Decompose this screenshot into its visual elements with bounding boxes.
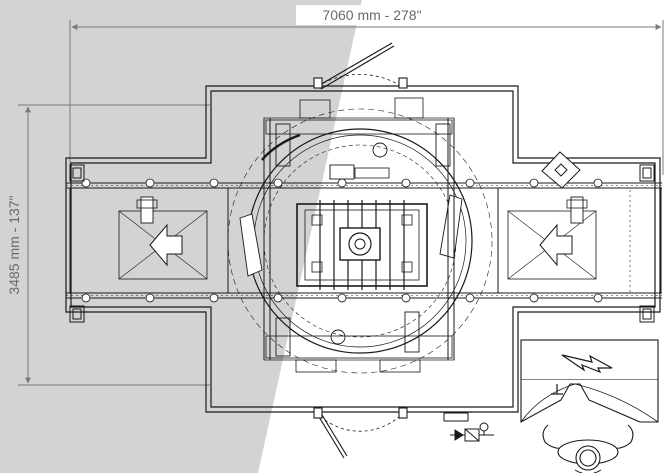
- person-top-view-icon: [542, 424, 634, 473]
- arrow-left-icon: [149, 223, 183, 267]
- corner-brackets: [69, 164, 655, 323]
- width-label-bg: [296, 5, 448, 25]
- rotary-table: [227, 108, 493, 374]
- depth-dimension-label: 3485 mm - 137": [6, 195, 22, 294]
- sensor-diamond: [541, 151, 581, 189]
- access-doors: [313, 42, 408, 459]
- depth-dimension: [18, 104, 210, 386]
- electrical-cabinet: [520, 339, 659, 423]
- central-tooling-plate: [296, 200, 428, 290]
- conveyor-rollers: [81, 178, 603, 303]
- outfeed-station: [507, 190, 631, 292]
- machine-frame: [263, 97, 455, 373]
- depth-label-bg: [4, 170, 24, 320]
- safety-guard-outline: [65, 85, 661, 413]
- arrow-left-icon: [539, 223, 573, 267]
- width-dimension-label: 7060 mm - 278": [322, 7, 421, 23]
- infeed-station: [118, 196, 208, 280]
- lightning-icon: [561, 354, 613, 374]
- width-dimension: [69, 20, 664, 175]
- air-valve-icon: [443, 412, 494, 442]
